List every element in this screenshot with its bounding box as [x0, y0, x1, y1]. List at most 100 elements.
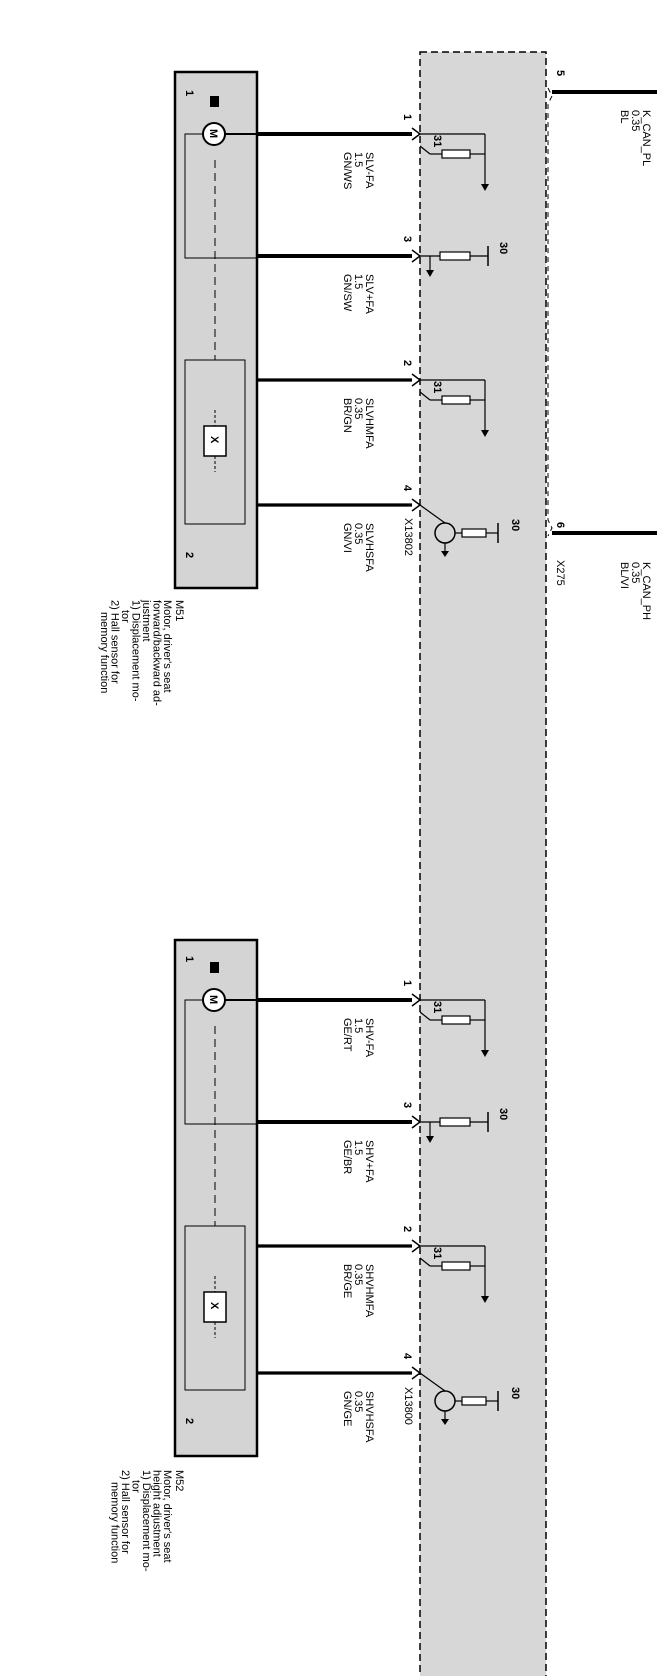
connector-x13802: X13802: [402, 518, 414, 556]
bus-connector-label: X275: [554, 560, 566, 586]
pin-number: 1: [401, 114, 413, 120]
motor-description-line: 1) Displacement mo-: [140, 1470, 152, 1572]
k-can-pl-signal: K_CAN_PL: [640, 110, 652, 166]
wire-signal: SLVHSFA: [363, 523, 375, 572]
k-can-ph-pin: 6: [554, 522, 566, 528]
ground-arrow-icon: [426, 270, 434, 277]
motor-description-line: 2) Hall sensor for: [109, 600, 121, 684]
wire-signal: SHV-FA: [363, 1018, 375, 1058]
k-can-ph-signal: K_CAN_PH: [640, 562, 652, 620]
motor-description-line: 2) Hall sensor for: [119, 1470, 131, 1554]
connector-pin-icon: [411, 498, 422, 512]
connector-pin-icon: [411, 1366, 422, 1380]
motor-description-line: Motor, driver's seat: [161, 1470, 173, 1563]
k-can-ph-size: 0.35: [629, 562, 641, 583]
resistor-icon: [441, 1015, 471, 1025]
motor-m51-section: M X 1 2: [173, 70, 259, 590]
k-can-ph-color: BL/VI: [618, 562, 630, 589]
wire-size: 0.35: [352, 1391, 364, 1412]
ground-arrow-icon: [441, 551, 449, 557]
motor-description-line: 1) Displacement mo-: [130, 600, 142, 702]
resistor-icon: [461, 1396, 487, 1406]
resistor-icon: [441, 149, 471, 159]
resistor-icon: [439, 1117, 471, 1127]
motor-m52-motor-letter: M: [207, 995, 219, 1004]
wire-color: GN/WS: [341, 152, 353, 189]
motor-m52-connector-icon: [210, 962, 219, 973]
ground-arrow-icon: [441, 1419, 449, 1425]
connector-pin-icon: [411, 127, 422, 141]
motor-description-line: memory function: [109, 1482, 121, 1563]
wire-signal: SLV-FA: [363, 152, 375, 189]
motor-description-line: tor: [130, 1480, 142, 1493]
wire-size: 0.35: [352, 398, 364, 419]
motor-m51-hall-x: X: [208, 436, 220, 444]
wire-color: GE/BR: [341, 1140, 353, 1174]
wire-color: GN/VI: [341, 523, 353, 553]
connector-pin-icon: [411, 993, 422, 1007]
internal-lead: [419, 1257, 431, 1267]
connector-x13800: X13800: [402, 1387, 414, 1425]
wire-signal: SLV+FA: [363, 274, 375, 315]
motor-m52-part2: 2: [183, 1418, 195, 1424]
motor-m51-connector-icon: [210, 96, 219, 107]
supply-label: 30: [509, 519, 521, 531]
pin-number: 4: [401, 1353, 413, 1360]
resistor-icon: [461, 528, 487, 538]
supply-label: 30: [497, 1108, 509, 1120]
supply-label: 30: [497, 242, 509, 254]
supply-label: 31: [431, 135, 443, 147]
k-can-pl-color: BL: [618, 110, 630, 123]
ground-arrow-icon: [481, 430, 489, 437]
pin-number: 3: [401, 1102, 413, 1108]
motor-m51-motor-letter: M: [207, 129, 219, 138]
transistor-lead: [419, 1372, 446, 1392]
wire-color: BR/GN: [341, 398, 353, 433]
control-module: [419, 51, 547, 1676]
wire-signal: SHVHSFA: [363, 1391, 375, 1443]
motor-m52-part1: 1: [183, 956, 195, 962]
wire-size: 1.5: [352, 274, 364, 289]
internal-lead: [419, 145, 431, 155]
motor-id-label: M52: [173, 1470, 185, 1491]
pin-number: 4: [401, 485, 413, 492]
connector-pin-icon: [411, 1115, 422, 1129]
internal-lead: [419, 1011, 431, 1021]
pin-number: 2: [401, 1226, 413, 1232]
wire-signal: SHV+FA: [363, 1140, 375, 1183]
motor-description-line: Motor, driver's seat: [161, 600, 173, 693]
motor-m52-box: [173, 938, 259, 1458]
resistor-icon: [439, 251, 471, 261]
wire-color: GN/GE: [341, 1391, 353, 1426]
wire-size: 0.35: [352, 1264, 364, 1285]
motor-id-label: M51: [173, 600, 185, 621]
wire-color: GE/RT: [341, 1018, 353, 1052]
k-can-pl-pin: 5: [554, 70, 566, 76]
wire-color: BR/GE: [341, 1264, 353, 1298]
motor-m52-section: M X 1 2: [173, 938, 259, 1458]
pin-number: 1: [401, 980, 413, 986]
motor-description-line: justment: [140, 599, 152, 642]
pin-number: 2: [401, 360, 413, 366]
wire-size: 1.5: [352, 1140, 364, 1155]
ground-arrow-icon: [481, 1050, 489, 1057]
wire-size: 1.5: [352, 1018, 364, 1033]
wire-signal: SHVHMFA: [363, 1264, 375, 1318]
motor-m51-box: [173, 70, 259, 590]
wire-size: 1.5: [352, 152, 364, 167]
resistor-icon: [441, 395, 471, 405]
supply-label: 31: [431, 1001, 443, 1013]
pin-number: 3: [401, 236, 413, 242]
motor-m51-part1: 1: [183, 90, 195, 96]
ground-arrow-icon: [481, 1296, 489, 1303]
motor-description-line: tor: [119, 610, 131, 623]
